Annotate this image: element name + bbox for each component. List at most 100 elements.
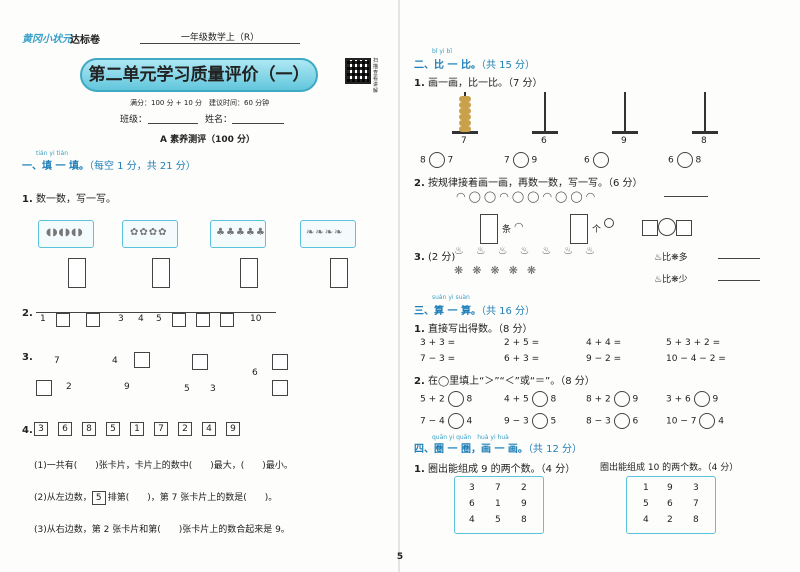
tree-icons: ♣♣♣♣♣ bbox=[216, 227, 266, 238]
abacus-label-1: 7 bbox=[461, 136, 467, 146]
card: 5 bbox=[106, 422, 120, 436]
split-blank-2[interactable] bbox=[134, 352, 150, 368]
section-a-title: A 素养测评（100 分） bbox=[160, 135, 256, 145]
class-field[interactable] bbox=[148, 112, 198, 124]
count-group-4 bbox=[300, 220, 356, 248]
abacus-rod-4 bbox=[704, 92, 706, 132]
split-blank-3[interactable] bbox=[192, 354, 208, 370]
fish-icon: ◠ bbox=[514, 220, 524, 233]
abacus-label-3: 9 bbox=[621, 136, 627, 146]
tick-4: 4 bbox=[138, 314, 144, 324]
abacus-label-4: 8 bbox=[701, 136, 707, 146]
calc: 7 − 3 = bbox=[420, 354, 456, 364]
tick-5: 5 bbox=[156, 314, 162, 324]
flower-icons: ✿✿✿✿ bbox=[130, 227, 168, 238]
circle-icon bbox=[604, 218, 614, 229]
count-group-1 bbox=[38, 220, 94, 248]
split-top-1: 7 bbox=[54, 356, 60, 366]
cmp-expr: 7 − 4 4 bbox=[420, 413, 472, 429]
page-gutter bbox=[398, 0, 400, 572]
r6-text: 1. 圈出能组成 9 的两个数。（4 分） bbox=[414, 464, 576, 475]
abacus-base-1 bbox=[452, 131, 478, 134]
compare-circle[interactable] bbox=[512, 152, 529, 168]
bead bbox=[459, 114, 471, 120]
split-left-4: 6 bbox=[252, 368, 258, 378]
q2-no: 2. bbox=[22, 308, 33, 319]
abacus-base-3 bbox=[612, 131, 638, 134]
compare-circle[interactable] bbox=[676, 152, 693, 168]
page-number: 5 bbox=[396, 552, 404, 562]
split-blank-4a[interactable] bbox=[272, 354, 288, 370]
more-than: ♨比❋多 bbox=[654, 253, 688, 263]
abacus-label-2: 6 bbox=[541, 136, 547, 146]
cmp-expr: 8 − 3 6 bbox=[586, 413, 638, 429]
circle-count-box[interactable] bbox=[570, 214, 588, 244]
grade-label: 一年级数学上（R） bbox=[140, 30, 300, 44]
count-answer-3[interactable] bbox=[240, 258, 258, 288]
qr-code bbox=[345, 58, 371, 84]
compare-circle[interactable] bbox=[428, 152, 445, 168]
page-title: 第二单元学习质量评价（一） bbox=[80, 58, 318, 92]
square-answer-2[interactable] bbox=[676, 220, 692, 236]
split-left-2: 4 bbox=[112, 356, 118, 366]
r3-text: 3. (2 分) bbox=[414, 252, 456, 263]
card: 9 bbox=[226, 422, 240, 436]
calc: 3 + 3 = bbox=[420, 338, 456, 348]
less-than: ♨比❋少 bbox=[654, 275, 688, 285]
s4-pinyin: quān yi quān huà yi huà bbox=[432, 434, 509, 441]
egg-icons: ◖◗◖◗◖◗ bbox=[46, 227, 84, 238]
apple-icons: ♨♨♨♨♨♨♨ bbox=[454, 244, 608, 257]
compare-circle[interactable] bbox=[592, 152, 609, 168]
count-answer-4[interactable] bbox=[330, 258, 348, 288]
blank-7[interactable] bbox=[196, 313, 210, 327]
card: 1 bbox=[130, 422, 144, 436]
fish-count-box[interactable] bbox=[480, 214, 498, 244]
calc: 10 − 4 − 2 = bbox=[666, 354, 726, 364]
r2-text: 2. 按规律接着画一画，再数一数，写一写。（6 分） bbox=[414, 178, 643, 189]
less-answer[interactable] bbox=[718, 280, 760, 281]
left-page: 黄冈小状元 达标卷 一年级数学上（R） 第二单元学习质量评价（一） 扫描查看讲解… bbox=[22, 30, 378, 535]
count-answer-1[interactable] bbox=[68, 258, 86, 288]
compare-2: 7 9 bbox=[504, 152, 537, 168]
q1-text: 1. 数一数，写一写。 bbox=[22, 194, 116, 205]
cmp-expr: 4 + 5 8 bbox=[504, 391, 556, 407]
s4-title: 四、圈 一 圈，画 一 画。（共 12 分） bbox=[414, 444, 583, 455]
s1-title: 一、填 一 填。（每空 1 分，共 21 分） bbox=[22, 161, 196, 172]
abacus-rod-2 bbox=[544, 92, 546, 132]
calc: 5 + 3 + 2 = bbox=[666, 338, 721, 348]
s2-pinyin: bǐ yi bǐ bbox=[432, 48, 452, 55]
blank-8[interactable] bbox=[220, 313, 234, 327]
blank-3[interactable] bbox=[86, 313, 100, 327]
name-label: 姓名： bbox=[205, 115, 233, 125]
s3-pinyin: suàn yi suàn bbox=[432, 294, 470, 301]
r4-text: 1. 直接写出得数。（8 分） bbox=[414, 324, 533, 335]
tick-3: 3 bbox=[118, 314, 124, 324]
q3-no: 3. bbox=[22, 352, 33, 363]
blank-6[interactable] bbox=[172, 313, 186, 327]
blank-2[interactable] bbox=[56, 313, 70, 327]
bead bbox=[459, 108, 471, 114]
s2-title: 二、比 一 比。（共 15 分） bbox=[414, 60, 536, 71]
count-answer-2[interactable] bbox=[152, 258, 170, 288]
split-blank-1[interactable] bbox=[36, 380, 52, 396]
ge-label: 个 bbox=[592, 225, 602, 235]
name-field[interactable] bbox=[232, 112, 284, 124]
more-answer[interactable] bbox=[718, 258, 760, 259]
compare-4: 6 8 bbox=[668, 152, 701, 168]
circle-answer[interactable] bbox=[658, 218, 676, 236]
s1-pinyin: tián yi tián bbox=[36, 150, 69, 157]
cmp-expr: 8 + 2 9 bbox=[586, 391, 638, 407]
meta-info: 满分：100 分 + 10 分 建议时间：60 分钟 bbox=[130, 99, 270, 107]
q4-line-3: (3)从右边数，第 2 张卡片和第( )张卡片上的数合起来是 9。 bbox=[34, 525, 290, 535]
split-left-3: 5 bbox=[184, 384, 190, 394]
pattern-answer-line[interactable] bbox=[664, 196, 708, 197]
compare-3: 6 bbox=[584, 152, 609, 168]
number-line bbox=[36, 312, 276, 313]
calc: 9 − 2 = bbox=[586, 354, 622, 364]
split-bottom-2: 9 bbox=[124, 382, 130, 392]
split-blank-4b[interactable] bbox=[272, 380, 288, 396]
square-answer[interactable] bbox=[642, 220, 658, 236]
cmp-expr: 10 − 7 4 bbox=[666, 413, 724, 429]
